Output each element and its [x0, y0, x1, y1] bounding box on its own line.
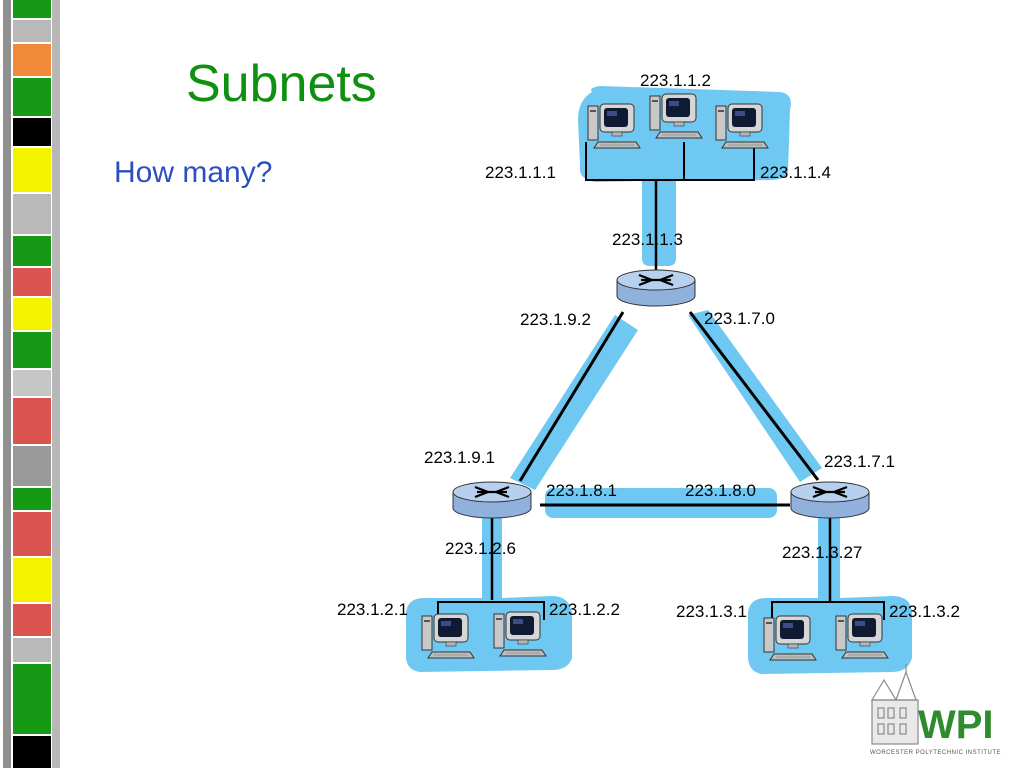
routers	[451, 268, 871, 520]
links	[437, 142, 885, 620]
ip-label: 223.1.7.1	[824, 452, 895, 471]
ip-label: 223.1.1.4	[760, 163, 831, 182]
subnet-highlights	[406, 86, 912, 674]
ip-label: 223.1.8.1	[546, 481, 617, 500]
ip-label: 223.1.9.2	[520, 310, 591, 329]
router-left	[451, 480, 533, 520]
decorative-stripe	[0, 0, 60, 768]
router-top	[615, 268, 697, 308]
ip-label: 223.1.3.27	[782, 543, 862, 562]
ip-label: 223.1.1.3	[612, 230, 683, 249]
ip-label: 223.1.1.2	[640, 71, 711, 90]
router-right	[789, 480, 871, 520]
ip-label: 223.1.2.1	[337, 600, 408, 619]
ip-labels: 223.1.1.2 223.1.1.1 223.1.1.4 223.1.1.3 …	[337, 71, 960, 621]
building-icon	[870, 664, 919, 745]
ip-label: 223.1.7.0	[704, 309, 775, 328]
ip-label: 223.1.2.6	[445, 539, 516, 558]
wpi-logo: WPI WORCESTER POLYTECHNIC INSTITUTE	[870, 664, 1001, 756]
ip-label: 223.1.8.0	[685, 481, 756, 500]
logo-subtitle: WORCESTER POLYTECHNIC INSTITUTE	[870, 750, 1001, 756]
slide-question: How many?	[114, 156, 273, 189]
ip-label: 223.1.1.1	[485, 163, 556, 182]
ip-label: 223.1.3.2	[889, 602, 960, 621]
subnet-highlight-223-1-8	[545, 488, 777, 518]
logo-wordmark: WPI	[918, 703, 994, 747]
ip-label: 223.1.3.1	[676, 602, 747, 621]
slide-title: Subnets	[186, 55, 377, 113]
ip-label: 223.1.9.1	[424, 448, 495, 467]
ip-label: 223.1.2.2	[549, 600, 620, 619]
